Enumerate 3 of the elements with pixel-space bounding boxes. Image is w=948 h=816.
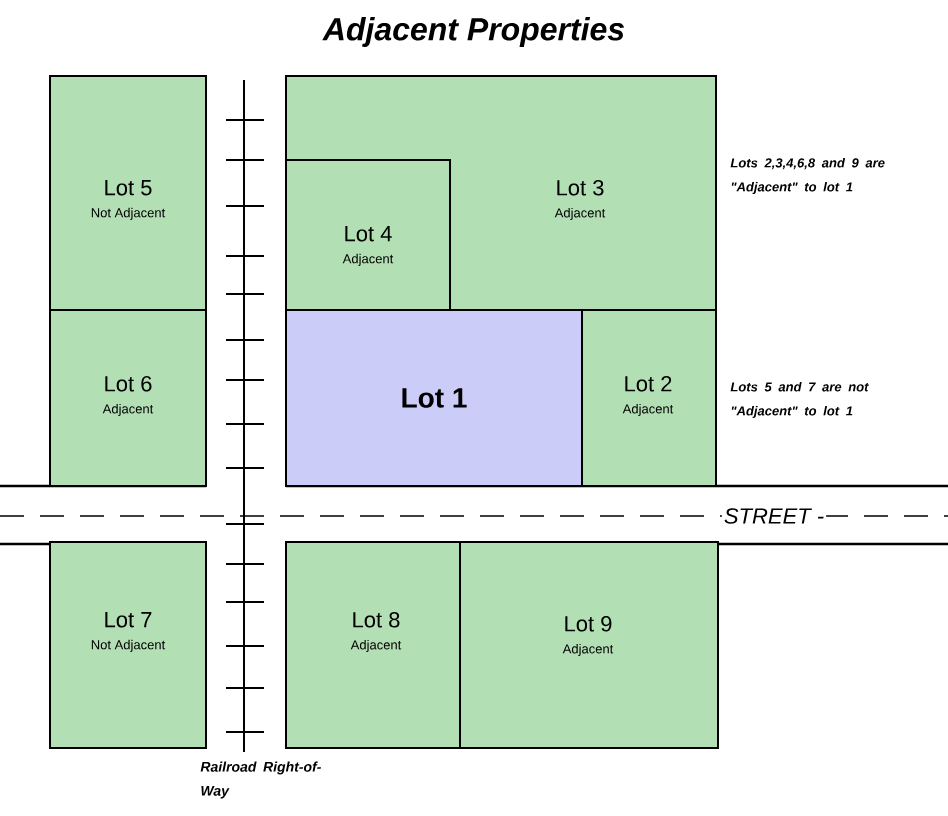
street-name: STREET - (721, 506, 827, 526)
lot-box: Lot 1 (285, 309, 583, 487)
title: Adjacent Properties (322, 17, 624, 47)
